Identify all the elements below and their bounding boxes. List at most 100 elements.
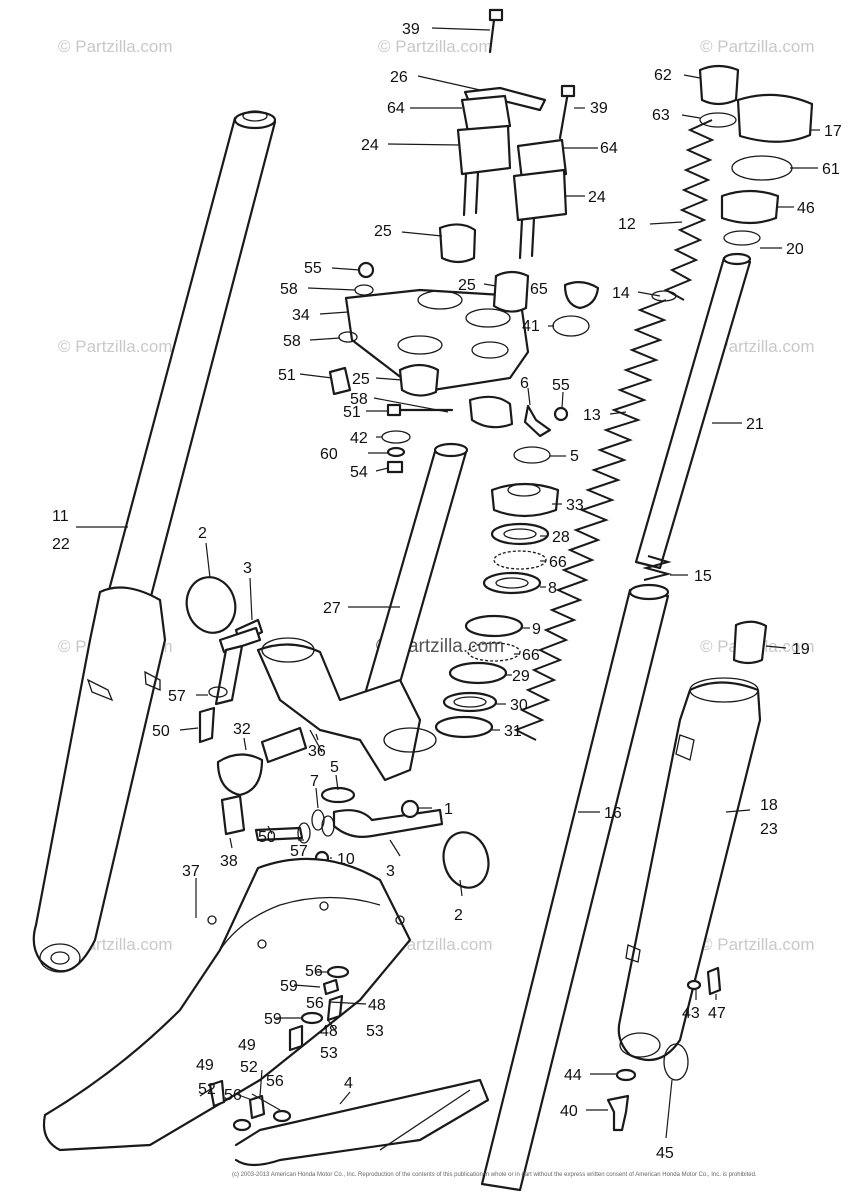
callout-39: 39 [402, 21, 420, 38]
callout-49: 49 [238, 1037, 256, 1054]
callout-55: 55 [304, 260, 322, 277]
callout-2: 2 [198, 525, 207, 542]
callout-58: 58 [350, 391, 368, 408]
callout-33: 33 [566, 497, 584, 514]
callout-5: 5 [330, 759, 339, 776]
callout-61: 61 [822, 161, 840, 178]
callout-15: 15 [694, 568, 712, 585]
fork-inner-tube [634, 252, 752, 581]
callout-56: 56 [266, 1073, 284, 1090]
callout-37: 37 [182, 863, 200, 880]
callout-12: 12 [618, 216, 636, 233]
callout-39: 39 [590, 100, 608, 117]
callout-51: 51 [278, 367, 296, 384]
fork-pipe [480, 583, 670, 1192]
callout-40: 40 [560, 1103, 578, 1120]
top-bridge [328, 261, 600, 474]
watermark: © Partzilla.com [58, 337, 173, 356]
callout-48: 48 [320, 1023, 338, 1040]
callout-4: 4 [344, 1075, 353, 1092]
callout-14: 14 [612, 285, 630, 302]
steering-stem [234, 442, 469, 782]
right-fork-slider [606, 620, 768, 1132]
callout-30: 30 [510, 697, 528, 714]
steering-bearing-set [434, 482, 560, 739]
callout-57: 57 [290, 843, 308, 860]
callout-57: 57 [168, 688, 186, 705]
front-fender [42, 857, 412, 1152]
callout-24: 24 [361, 137, 379, 154]
copyright-notice: (c) 2003-2013 American Honda Motor Co., … [232, 1172, 757, 1178]
callout-52: 52 [240, 1059, 258, 1076]
fork-top-parts [698, 64, 814, 246]
callout-65: 65 [530, 281, 548, 298]
callout-50: 50 [152, 723, 170, 740]
callout-45: 45 [656, 1145, 674, 1162]
callout-58: 58 [283, 333, 301, 350]
callout-64: 64 [600, 140, 618, 157]
callout-36: 36 [308, 743, 326, 760]
callout-42: 42 [350, 430, 368, 447]
callout-52: 52 [198, 1081, 216, 1098]
callout-48: 48 [368, 997, 386, 1014]
callout-55: 55 [552, 377, 570, 394]
callout-21: 21 [746, 416, 764, 433]
watermark: © Partzilla.com [378, 37, 493, 56]
callout-20: 20 [786, 241, 804, 258]
callout-3: 3 [243, 560, 252, 577]
callout-66: 66 [549, 554, 567, 571]
callout-6: 6 [520, 375, 529, 392]
callout-29: 29 [512, 668, 530, 685]
callout-28: 28 [552, 529, 570, 546]
callout-25: 25 [352, 371, 370, 388]
callout-38: 38 [220, 853, 238, 870]
watermark: © Partzilla.com [700, 337, 815, 356]
handlebar-holder-left [438, 8, 547, 264]
callout-63: 63 [652, 107, 670, 124]
watermark: © Partzilla.com [700, 37, 815, 56]
callout-31: 31 [504, 723, 522, 740]
callout-32: 32 [233, 721, 251, 738]
callout-43: 43 [682, 1005, 700, 1022]
callout-23: 23 [760, 821, 778, 838]
callout-56: 56 [224, 1087, 242, 1104]
callout-7: 7 [310, 773, 319, 790]
callout-50: 50 [258, 829, 276, 846]
callout-labels: 39 26 64 24 39 64 24 25 62 63 17 61 12 4… [52, 21, 842, 1162]
callout-54: 54 [350, 464, 368, 481]
callout-19: 19 [792, 641, 810, 658]
callout-47: 47 [708, 1005, 726, 1022]
callout-58: 58 [280, 281, 298, 298]
handlebar-holder-right [512, 84, 576, 260]
callout-9: 9 [532, 621, 541, 638]
callout-64: 64 [387, 100, 405, 117]
watermark: © Partzilla.com [700, 935, 815, 954]
callout-51: 51 [343, 404, 361, 421]
callout-44: 44 [564, 1067, 582, 1084]
callout-56: 56 [306, 995, 324, 1012]
callout-2: 2 [454, 907, 463, 924]
callout-60: 60 [320, 446, 338, 463]
callout-8: 8 [548, 580, 557, 597]
callout-17: 17 [824, 123, 842, 140]
callout-46: 46 [797, 200, 815, 217]
callout-25: 25 [374, 223, 392, 240]
callout-10: 10 [337, 851, 355, 868]
callout-59: 59 [280, 978, 298, 995]
watermark: © Partzilla.com [58, 37, 173, 56]
callout-5: 5 [570, 448, 579, 465]
callout-16: 16 [604, 805, 622, 822]
callout-11: 11 [52, 508, 69, 525]
callout-66: 66 [522, 647, 540, 664]
fork-spring [513, 119, 715, 741]
callout-53: 53 [320, 1045, 338, 1062]
callout-49: 49 [196, 1057, 214, 1074]
callout-25: 25 [458, 277, 476, 294]
callout-3: 3 [386, 863, 395, 880]
callout-34: 34 [292, 307, 310, 324]
callout-18: 18 [760, 797, 778, 814]
callout-53: 53 [366, 1023, 384, 1040]
callout-22: 22 [52, 536, 70, 553]
left-fork-leg [32, 110, 277, 973]
